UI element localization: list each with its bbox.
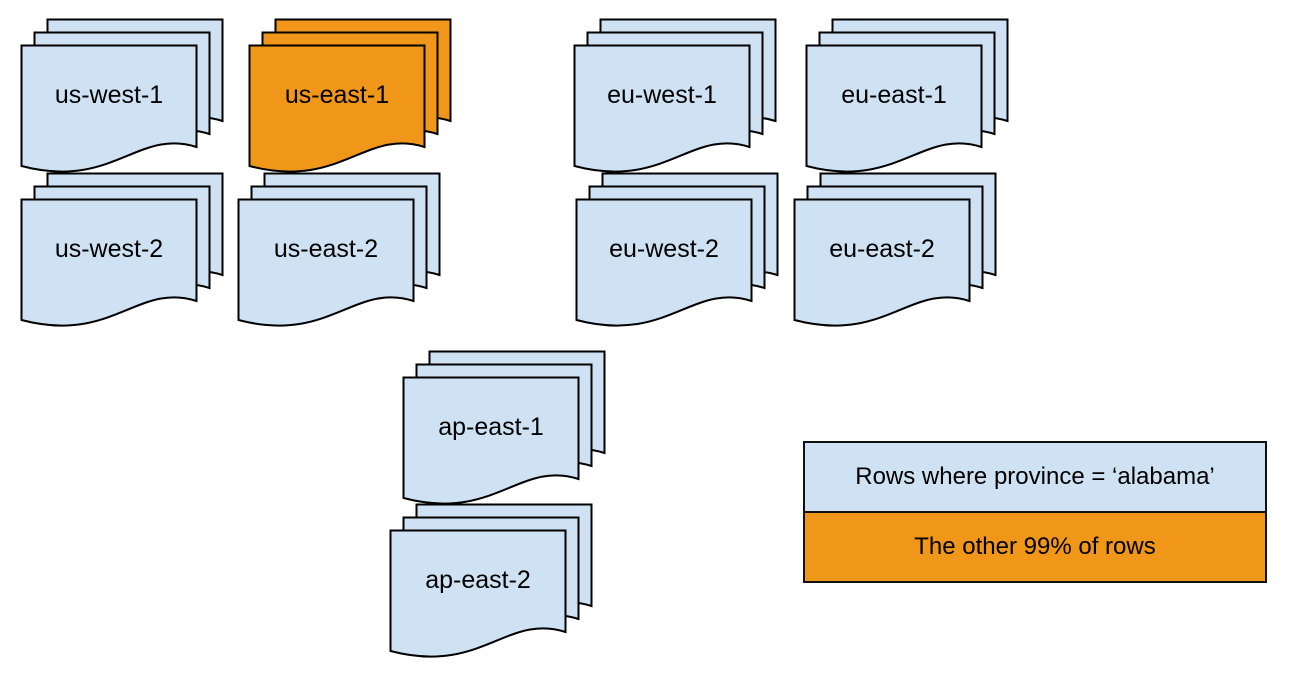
- region-label: ap-east-2: [425, 565, 531, 594]
- document-stack-front-layer: [389, 529, 567, 658]
- doc-stack-ap-east-2: ap-east-2: [389, 503, 593, 665]
- document-stack-front-layer: [575, 198, 753, 327]
- document-stack-front-layer: [793, 198, 971, 327]
- doc-stack-eu-east-2: eu-east-2: [793, 172, 997, 334]
- doc-stack-eu-west-2: eu-west-2: [575, 172, 779, 334]
- doc-stack-eu-west-1: eu-west-1: [573, 18, 777, 180]
- legend-label: Rows where province = ‘alabama’: [855, 463, 1215, 490]
- legend-item-other-rows: The other 99% of rows: [805, 511, 1265, 581]
- doc-stack-us-west-2: us-west-2: [20, 172, 224, 334]
- doc-stack-ap-east-1: ap-east-1: [402, 350, 606, 512]
- doc-stack-us-east-2: us-east-2: [237, 172, 441, 334]
- document-stack-front-layer: [805, 44, 983, 173]
- region-label: us-east-2: [273, 234, 379, 263]
- legend: Rows where province = ‘alabama’ The othe…: [803, 441, 1267, 583]
- region-label: us-west-2: [54, 234, 164, 263]
- doc-stack-eu-east-1: eu-east-1: [805, 18, 1009, 180]
- document-stack-front-layer: [402, 376, 580, 505]
- legend-item-alabama-rows: Rows where province = ‘alabama’: [805, 443, 1265, 511]
- document-stack-front-layer: [237, 198, 415, 327]
- document-stack-front-layer: [20, 198, 198, 327]
- region-label: ap-east-1: [438, 412, 544, 441]
- doc-stack-us-east-1: us-east-1: [248, 18, 452, 180]
- document-stack-front-layer: [573, 44, 751, 173]
- doc-stack-us-west-1: us-west-1: [20, 18, 224, 180]
- legend-label: The other 99% of rows: [914, 533, 1156, 560]
- document-stack-front-layer: [248, 44, 426, 173]
- region-label: eu-east-1: [841, 80, 947, 109]
- region-label: eu-east-2: [829, 234, 935, 263]
- document-stack-front-layer: [20, 44, 198, 173]
- region-label: eu-west-1: [607, 80, 717, 109]
- region-label: us-east-1: [284, 80, 390, 109]
- region-label: eu-west-2: [609, 234, 719, 263]
- region-label: us-west-1: [54, 80, 164, 109]
